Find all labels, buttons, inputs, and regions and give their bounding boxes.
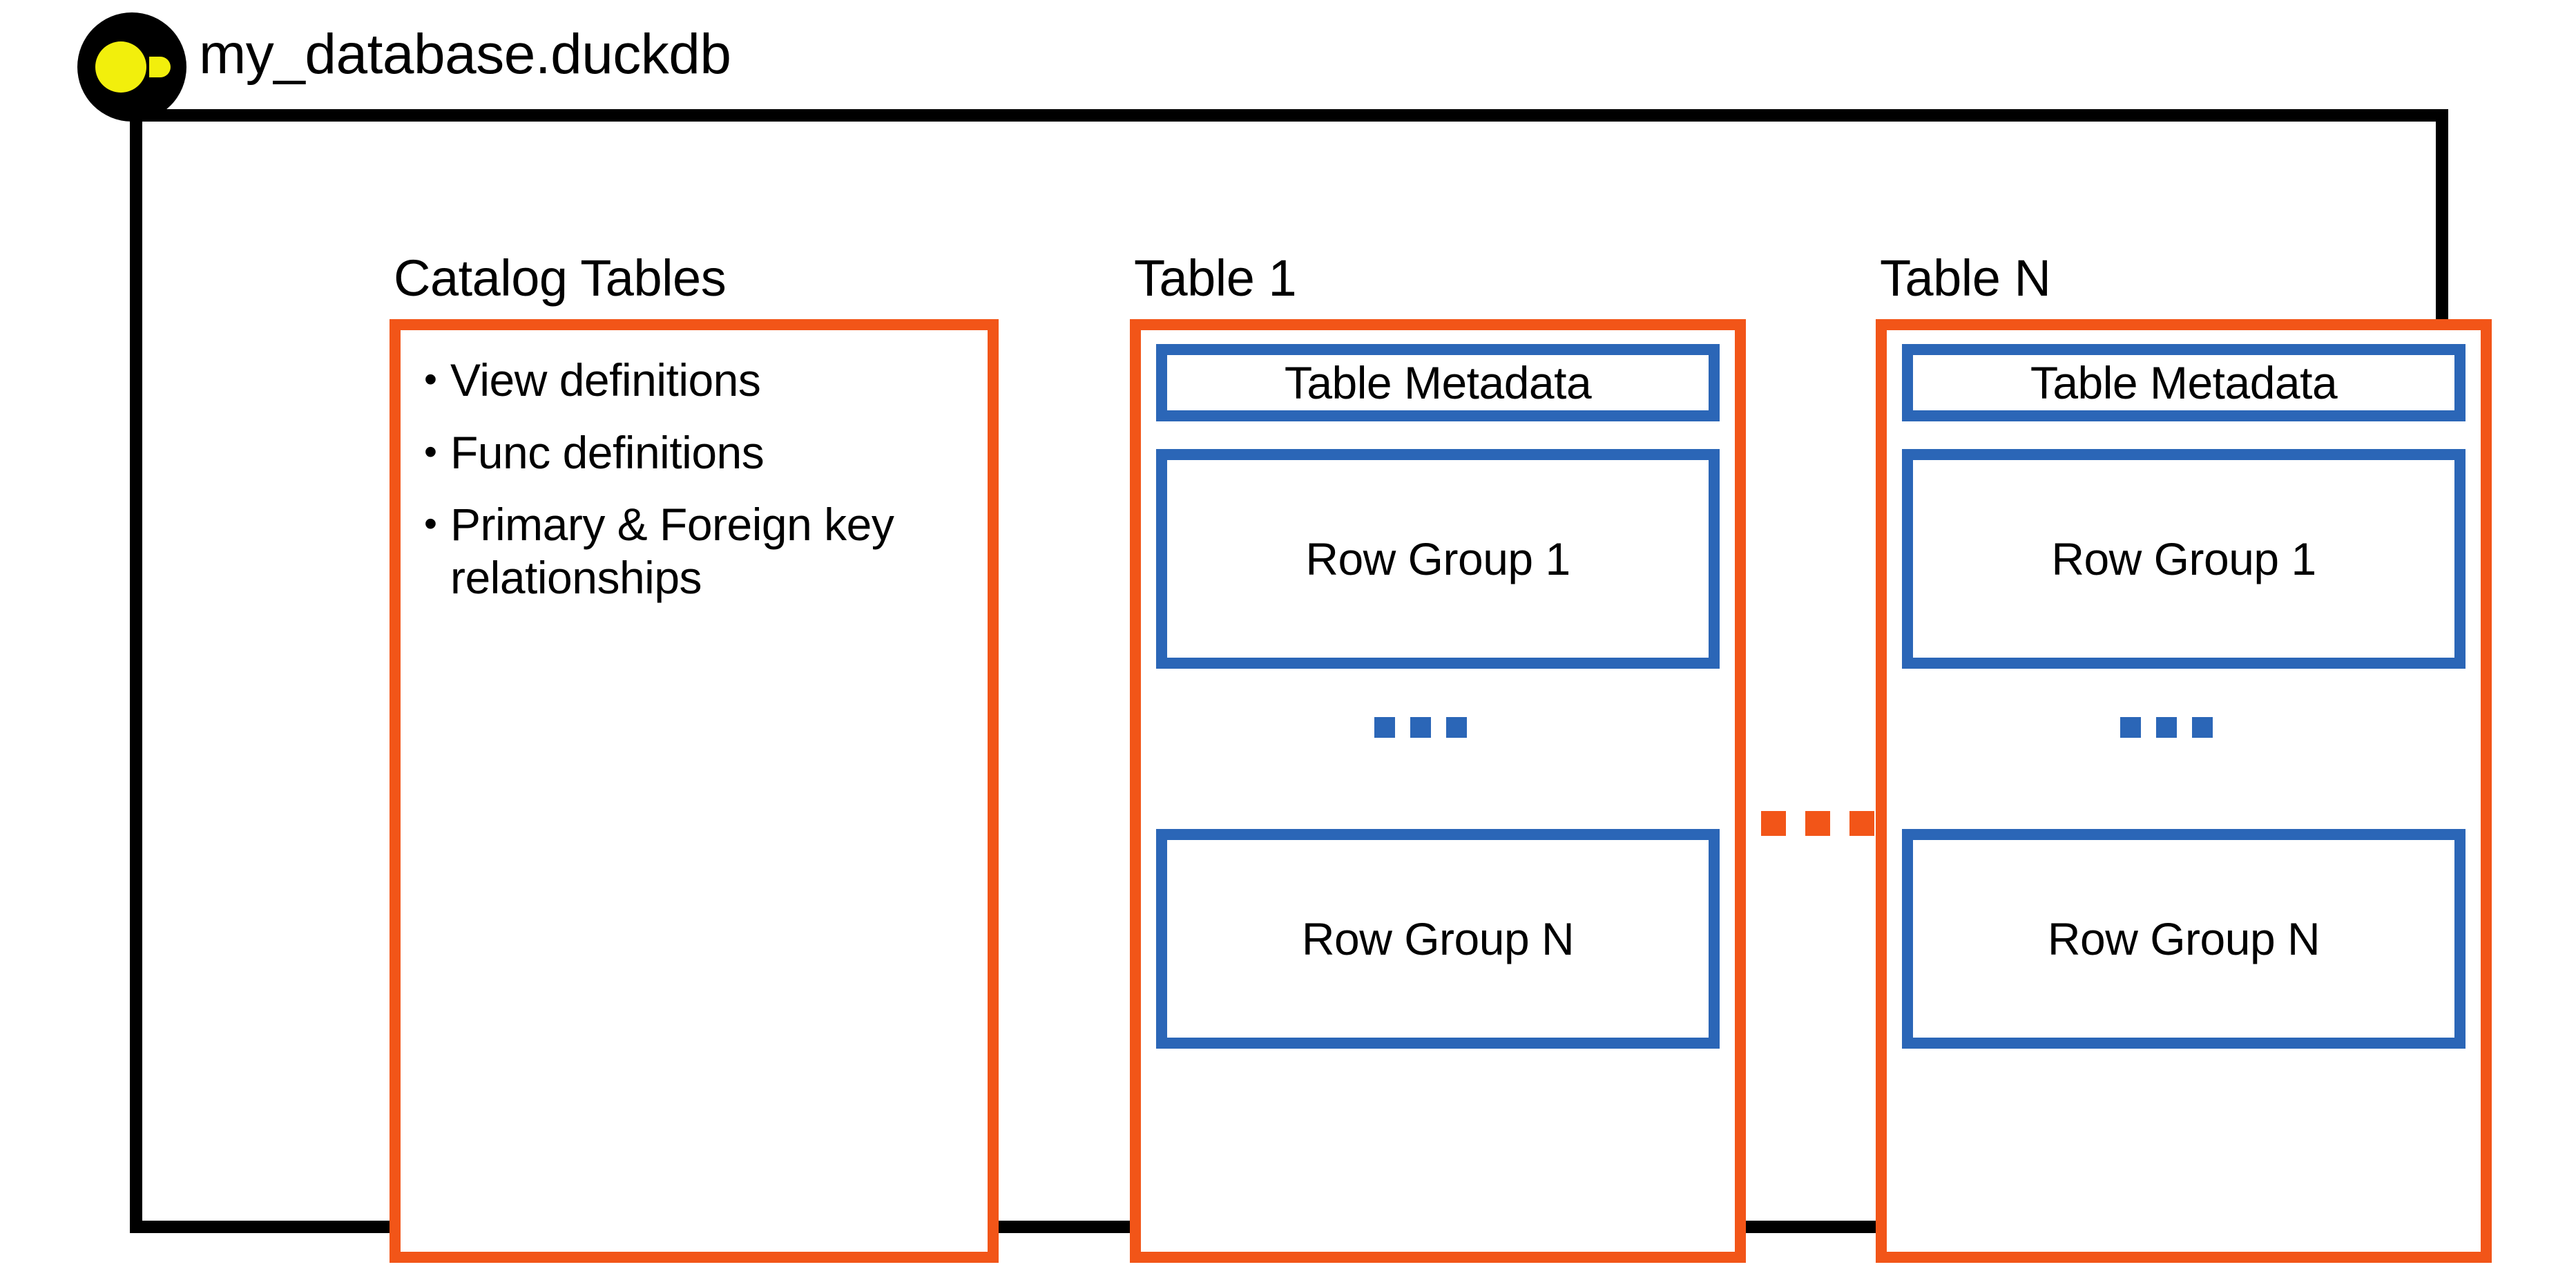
table-last-label: Table N — [1880, 249, 2051, 307]
table-first-metadata-label: Table Metadata — [1284, 357, 1592, 408]
table-first-row-group-first: Row Group 1 — [1156, 449, 1720, 669]
table-last-metadata-label: Table Metadata — [2030, 357, 2338, 408]
table-last-row-group-first-label: Row Group 1 — [2051, 533, 2316, 584]
ellipsis-blue-icon — [2120, 717, 2213, 738]
ellipsis-dot — [2120, 717, 2141, 738]
ellipsis-orange-icon — [1761, 811, 1874, 836]
table-last-row-group-last-label: Row Group N — [2047, 913, 2320, 964]
table-first-metadata-box: Table Metadata — [1156, 344, 1720, 421]
list-item-label: View definitions — [450, 354, 761, 406]
ellipsis-dot — [2156, 717, 2177, 738]
list-item: • Func definitions — [424, 426, 977, 479]
bullet-point-icon: • — [424, 430, 437, 473]
table-first-row-group-last: Row Group N — [1156, 829, 1720, 1049]
ellipsis-dot — [1410, 717, 1431, 738]
ellipsis-dot — [1849, 811, 1874, 836]
database-title: my_database.duckdb — [199, 23, 731, 86]
table-last-metadata-box: Table Metadata — [1902, 344, 2466, 421]
list-item: • View definitions — [424, 354, 977, 407]
list-item-label: Func definitions — [450, 426, 765, 478]
bullet-point-icon: • — [424, 359, 437, 400]
list-item: • Primary & Foreign key relationships — [424, 498, 977, 604]
catalog-tables-box: • View definitions • Func definitions • … — [390, 319, 999, 1263]
table-first-row-group-last-label: Row Group N — [1301, 913, 1575, 964]
table-last-box: Table Metadata Row Group 1 Row Group N — [1876, 319, 2492, 1263]
ellipsis-dot — [1761, 811, 1786, 836]
duckdb-logo-icon — [77, 12, 186, 122]
catalog-tables-label: Catalog Tables — [394, 249, 727, 307]
bullet-point-icon: • — [424, 503, 437, 545]
table-last-row-group-last: Row Group N — [1902, 829, 2466, 1049]
ellipsis-dot — [1374, 717, 1395, 738]
table-first-label: Table 1 — [1134, 249, 1297, 307]
ellipsis-blue-icon — [1374, 717, 1467, 738]
list-item-label: Primary & Foreign key relationships — [450, 499, 894, 603]
database-container: Catalog Tables • View definitions • Func… — [130, 109, 2492, 1263]
ellipsis-dot — [2192, 717, 2213, 738]
ellipsis-dot — [1446, 717, 1467, 738]
ellipsis-dot — [1805, 811, 1830, 836]
catalog-bullet-list: • View definitions • Func definitions • … — [424, 354, 977, 623]
table-first-row-group-first-label: Row Group 1 — [1305, 533, 1570, 584]
table-last-row-group-first: Row Group 1 — [1902, 449, 2466, 669]
table-first-box: Table Metadata Row Group 1 Row Group N — [1130, 319, 1746, 1263]
